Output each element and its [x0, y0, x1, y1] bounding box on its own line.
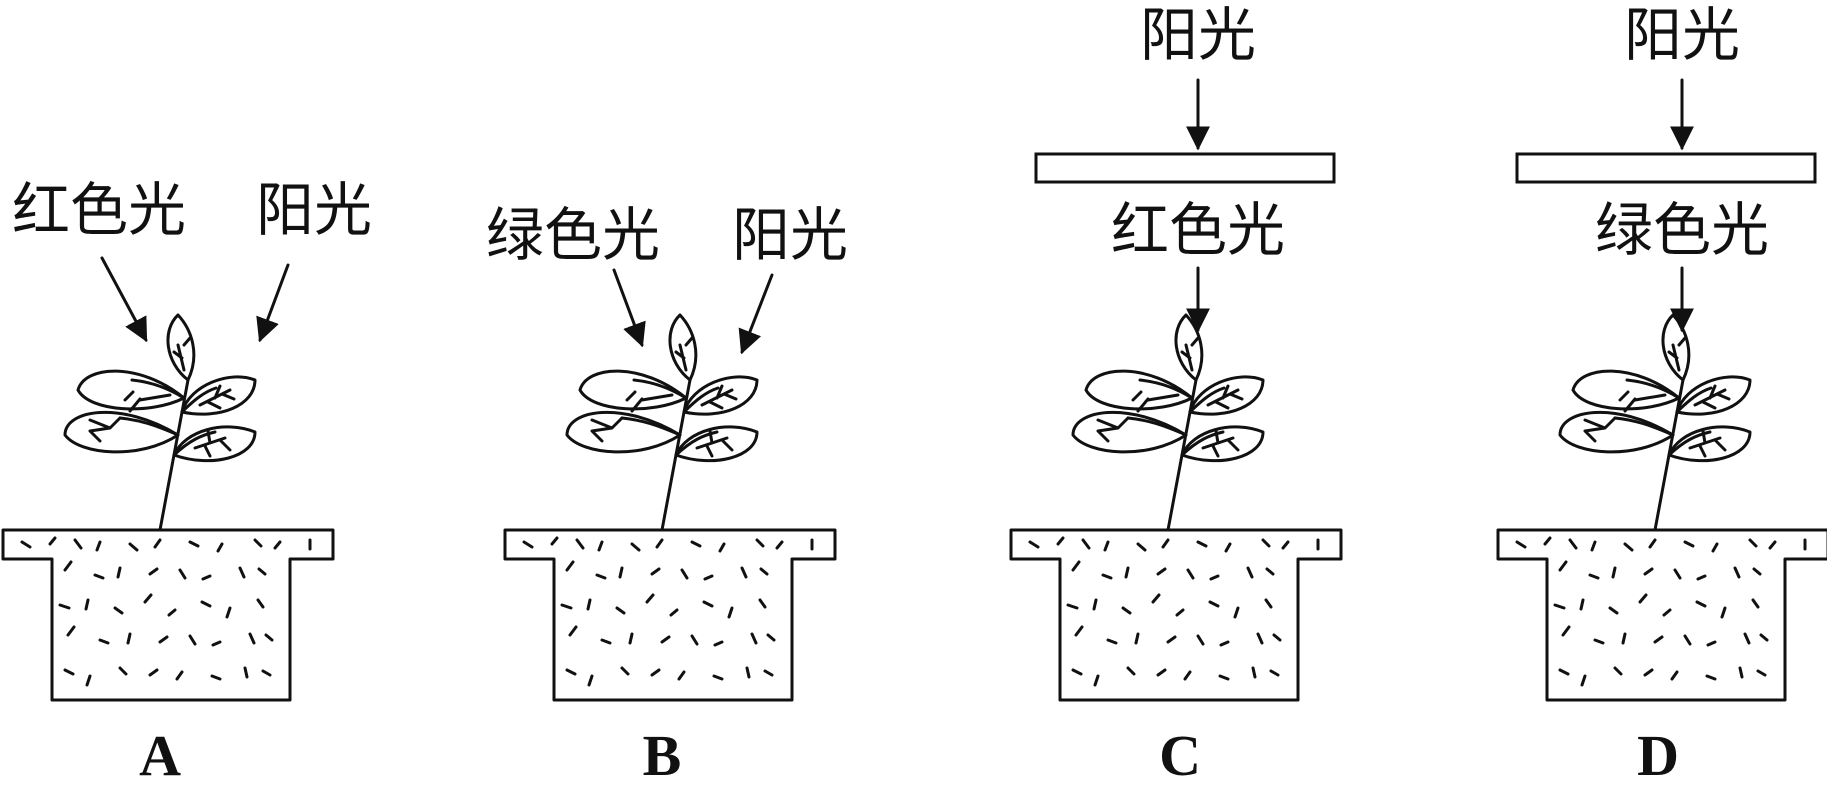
panel-letter: D	[1637, 723, 1679, 785]
sunlight-arrow	[256, 263, 290, 343]
potted-plant	[1496, 313, 1827, 702]
panel-letter: A	[139, 723, 181, 785]
panel-d: 阳光 绿色光 D	[1496, 1, 1827, 785]
potted-plant	[1009, 313, 1343, 702]
sunlight-arrow	[738, 273, 774, 355]
potted-plant	[503, 313, 837, 702]
filter-plate	[1515, 152, 1817, 184]
red-light-label: 红色光	[1111, 196, 1285, 264]
panel-b: 绿色光 阳光 B	[486, 201, 848, 785]
green-light-arrow	[612, 268, 646, 348]
panel-letter: C	[1159, 723, 1201, 785]
panel-a: 红色光 阳光 A	[1, 176, 372, 785]
sunlight-label: 阳光	[1140, 1, 1256, 69]
red-light-arrow	[100, 256, 148, 343]
sunlight-label: 阳光	[256, 176, 372, 244]
sunlight-label: 阳光	[1624, 1, 1740, 69]
green-light-label: 绿色光	[1595, 196, 1769, 264]
sunlight-label: 阳光	[732, 201, 848, 269]
potted-plant	[1, 313, 335, 702]
red-light-label: 红色光	[12, 176, 186, 244]
panel-c: 阳光 红色光 C	[1009, 1, 1343, 785]
green-light-label: 绿色光	[486, 201, 660, 269]
filter-plate	[1034, 152, 1336, 184]
panel-letter: B	[643, 723, 682, 785]
